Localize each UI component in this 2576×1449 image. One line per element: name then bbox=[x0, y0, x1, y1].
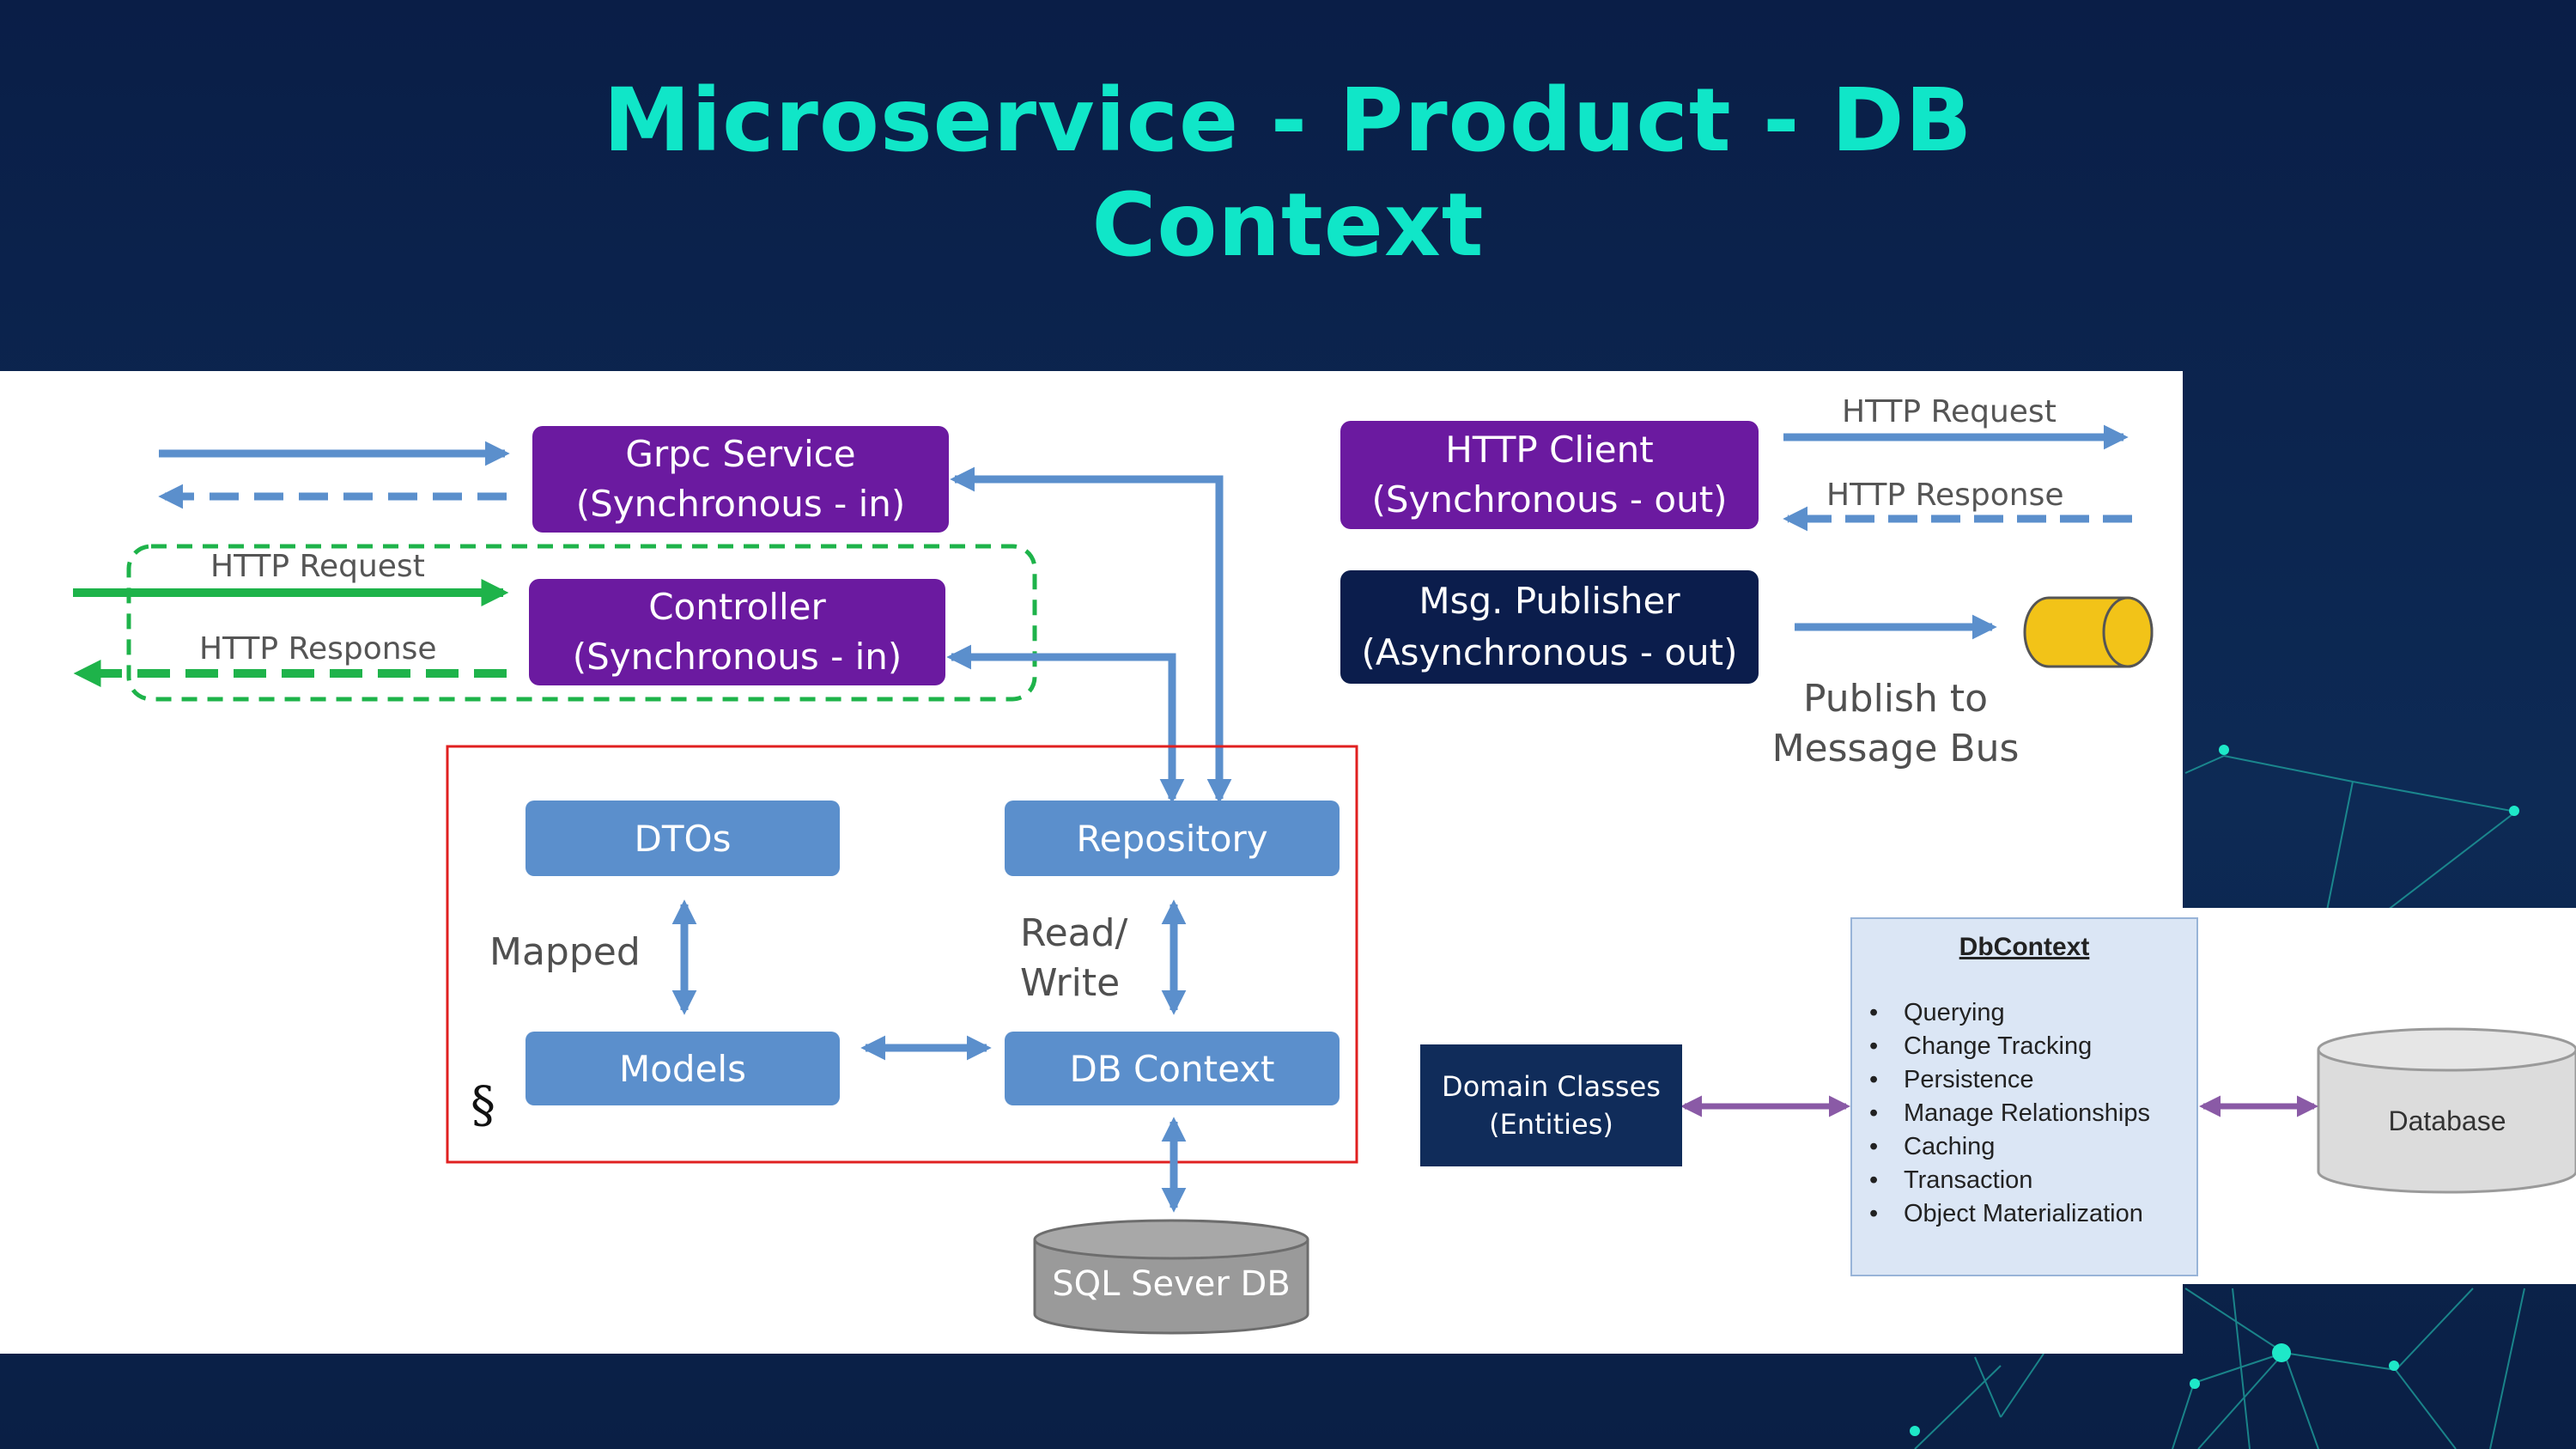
read-write-label-line-1: Read/ bbox=[1020, 911, 1128, 955]
grpc-service-title: Grpc Service bbox=[625, 433, 856, 475]
sql-server-db-label: SQL Sever DB bbox=[1052, 1264, 1291, 1304]
controller-repository-connector bbox=[946, 644, 1185, 804]
models-box: Models bbox=[526, 1032, 840, 1105]
http-request-in-label: HTTP Request bbox=[210, 549, 425, 584]
domain-classes-box: Domain Classes (Entities) bbox=[1420, 1044, 1682, 1166]
sql-server-db-icon bbox=[1033, 1219, 1309, 1335]
dbcontext-feature-list: Querying Change Tracking Persistence Man… bbox=[1852, 996, 2196, 1231]
msg-publisher-title: Msg. Publisher bbox=[1419, 580, 1680, 622]
database-icon bbox=[2317, 1027, 2576, 1194]
title-line-2: Context bbox=[1091, 174, 1485, 277]
msg-publisher-subtitle: (Asynchronous - out) bbox=[1361, 631, 1738, 673]
http-client-box: HTTP Client (Synchronous - out) bbox=[1340, 421, 1759, 529]
section-mark: § bbox=[471, 1075, 495, 1134]
mapped-label: Mapped bbox=[489, 930, 641, 974]
list-item: Persistence bbox=[1869, 1063, 2196, 1097]
grpc-repository-connector bbox=[950, 466, 1232, 804]
msg-publisher-box: Msg. Publisher (Asynchronous - out) bbox=[1340, 570, 1759, 684]
domain-classes-subtitle: (Entities) bbox=[1489, 1108, 1613, 1141]
http-request-out-label: HTTP Request bbox=[1842, 394, 2057, 429]
message-bus-icon bbox=[2023, 596, 2154, 668]
controller-title: Controller bbox=[648, 586, 826, 628]
database-label: Database bbox=[2388, 1105, 2506, 1136]
list-item: Transaction bbox=[1869, 1164, 2196, 1197]
http-client-title: HTTP Client bbox=[1445, 429, 1654, 471]
publish-label-line-2: Message Bus bbox=[1771, 727, 2020, 770]
list-item: Object Materialization bbox=[1869, 1197, 2196, 1231]
db-context-box: DB Context bbox=[1005, 1032, 1340, 1105]
list-item: Manage Relationships bbox=[1869, 1097, 2196, 1130]
publish-label-line-1: Publish to bbox=[1803, 677, 1988, 721]
controller-box: Controller (Synchronous - in) bbox=[529, 579, 945, 685]
grpc-service-subtitle: (Synchronous - in) bbox=[575, 483, 906, 525]
domain-classes-title: Domain Classes bbox=[1442, 1070, 1661, 1103]
repository-box: Repository bbox=[1005, 801, 1340, 876]
http-response-out-label: HTTP Response bbox=[1826, 478, 2064, 513]
dbcontext-card: DbContext Querying Change Tracking Persi… bbox=[1850, 917, 2198, 1276]
grpc-service-box: Grpc Service (Synchronous - in) bbox=[532, 426, 949, 533]
dbcontext-card-heading: DbContext bbox=[1959, 933, 2090, 961]
read-write-label: Read/ Write bbox=[1020, 909, 1127, 1008]
read-write-label-line-2: Write bbox=[1020, 961, 1121, 1005]
http-client-subtitle: (Synchronous - out) bbox=[1371, 478, 1728, 521]
page-title: Microservice - Product - DB Context bbox=[0, 69, 2576, 278]
list-item: Change Tracking bbox=[1869, 1030, 2196, 1063]
controller-boundary bbox=[126, 544, 1037, 702]
dtos-box: DTOs bbox=[526, 801, 840, 876]
list-item: Caching bbox=[1869, 1130, 2196, 1164]
controller-subtitle: (Synchronous - in) bbox=[572, 636, 902, 678]
publish-label: Publish to Message Bus bbox=[1769, 674, 2022, 774]
title-line-1: Microservice - Product - DB bbox=[603, 70, 1973, 172]
list-item: Querying bbox=[1869, 996, 2196, 1030]
http-response-in-label: HTTP Response bbox=[199, 631, 437, 667]
data-layer-highlight bbox=[446, 745, 1358, 1164]
